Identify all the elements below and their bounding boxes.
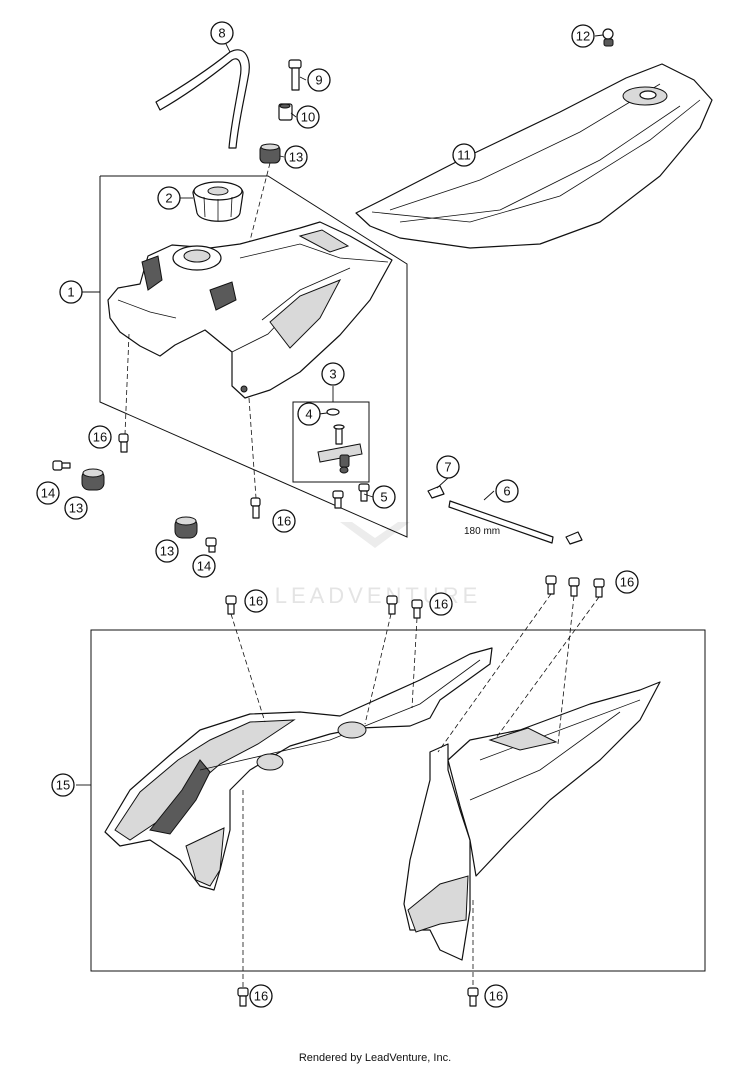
callout-16-a: 16 — [88, 425, 112, 449]
svg-text:14: 14 — [41, 486, 55, 501]
svg-text:5: 5 — [380, 490, 387, 505]
callout-16-d: 16 — [429, 592, 453, 616]
callout-3: 3 — [321, 362, 345, 386]
fuel-hose — [448, 500, 554, 544]
callout-4: 4 — [297, 402, 321, 426]
callout-16-c: 16 — [244, 589, 268, 613]
callout-12: 12 — [571, 24, 595, 48]
callout-16-b: 16 — [272, 509, 296, 533]
leader-13-top — [279, 155, 285, 158]
screw-14-left — [52, 460, 71, 471]
bolt-16-tank-left — [118, 433, 129, 453]
callout-10: 10 — [296, 105, 320, 129]
callout-13-top: 13 — [284, 145, 308, 169]
bolts-16-upper — [225, 575, 605, 619]
svg-text:3: 3 — [329, 367, 336, 382]
bolts-16-lower — [237, 987, 479, 1007]
callout-15: 15 — [51, 773, 75, 797]
rubber-bushing-13-left — [81, 468, 105, 491]
svg-text:16: 16 — [620, 575, 634, 590]
panel-axis-2 — [364, 613, 392, 725]
screw-14-bottom — [205, 537, 217, 553]
callout-16-f: 16 — [249, 984, 273, 1008]
callout-13-bottom: 13 — [155, 539, 179, 563]
svg-text:16: 16 — [254, 989, 268, 1004]
panel-axis-3 — [411, 617, 418, 709]
left-side-panel — [104, 647, 493, 891]
seat-fastener — [602, 28, 614, 47]
svg-text:16: 16 — [93, 430, 107, 445]
callout-8: 8 — [210, 21, 234, 45]
leader-6 — [483, 490, 495, 501]
leader-5 — [363, 493, 374, 498]
leader-10 — [290, 112, 297, 118]
callout-5: 5 — [372, 485, 396, 509]
svg-text:16: 16 — [249, 594, 263, 609]
screw-9 — [288, 59, 302, 91]
callout-14-left: 14 — [36, 481, 60, 505]
callout-14-bottom: 14 — [192, 554, 216, 578]
filler-cap — [192, 181, 244, 222]
svg-text:10: 10 — [301, 110, 315, 125]
leader-12 — [594, 34, 604, 37]
screws-5 — [332, 483, 370, 509]
right-side-panel — [403, 681, 661, 961]
rubber-bushing-13-bottom — [174, 516, 198, 539]
svg-text:11: 11 — [457, 148, 471, 163]
callout-7: 7 — [436, 455, 460, 479]
leader-7 — [436, 477, 449, 489]
svg-text:7: 7 — [444, 460, 451, 475]
spacer-10 — [278, 103, 293, 121]
leadventure-watermark: LEADVENTURE — [275, 522, 477, 608]
svg-text:9: 9 — [315, 73, 322, 88]
bolt-16-tank-right — [250, 497, 261, 519]
callout-9: 9 — [307, 68, 331, 92]
callout-16-g: 16 — [484, 984, 508, 1008]
svg-text:15: 15 — [56, 778, 70, 793]
callout-1: 1 — [59, 280, 83, 304]
svg-text:13: 13 — [289, 150, 303, 165]
fuel-tap — [317, 408, 363, 474]
svg-text:6: 6 — [503, 484, 510, 499]
tank-mount-axis-left — [124, 333, 130, 435]
svg-text:1: 1 — [67, 285, 74, 300]
callout-11: 11 — [452, 143, 476, 167]
svg-text:13: 13 — [160, 544, 174, 559]
footer-credit: Rendered by LeadVenture, Inc. — [298, 1052, 452, 1064]
callout-13-left: 13 — [64, 496, 88, 520]
hose-length-label: 180 mm — [464, 526, 500, 537]
panel-axis-5 — [557, 595, 575, 745]
leader-9 — [299, 76, 307, 81]
callout-2: 2 — [157, 186, 181, 210]
breather-hose — [155, 49, 250, 149]
side-panel-group-frame — [90, 629, 706, 972]
svg-text:16: 16 — [434, 597, 448, 612]
svg-text:16: 16 — [277, 514, 291, 529]
panel-axis-1 — [230, 613, 266, 723]
fuel-tap-box — [292, 401, 370, 483]
svg-text:13: 13 — [69, 501, 83, 516]
hose-clamp-7 — [427, 485, 583, 545]
leader-8 — [225, 43, 231, 53]
svg-text:4: 4 — [305, 407, 312, 422]
callout-16-e: 16 — [615, 570, 639, 594]
rubber-bushing-13-top — [259, 143, 281, 164]
panel-axis-4 — [437, 593, 552, 753]
svg-text:16: 16 — [489, 989, 503, 1004]
tank-mount-axis-right — [248, 397, 257, 499]
fuel-tank — [107, 221, 393, 399]
svg-text:2: 2 — [165, 191, 172, 206]
callout-6: 6 — [495, 479, 519, 503]
svg-text:14: 14 — [197, 559, 211, 574]
svg-text:12: 12 — [576, 29, 590, 44]
svg-text:8: 8 — [218, 26, 225, 41]
panel-axis-6 — [495, 596, 600, 739]
tank-group-frame — [99, 175, 408, 538]
seat — [355, 63, 713, 249]
